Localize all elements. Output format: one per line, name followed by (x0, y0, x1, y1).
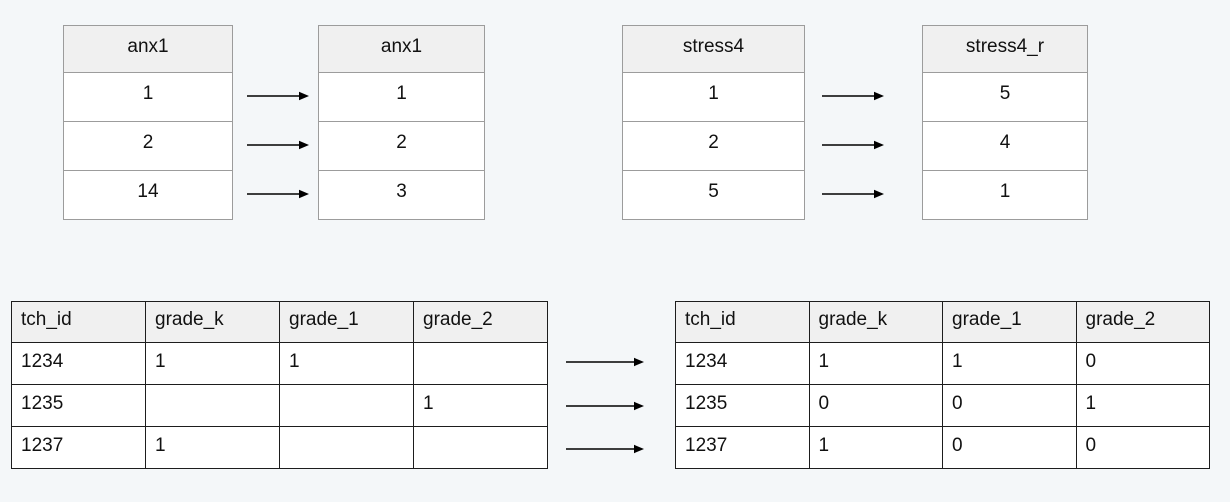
table-cell: 1 (63, 72, 233, 122)
table-cell: 1237 (675, 426, 810, 469)
table-row: 1 (922, 170, 1088, 220)
table-cell (413, 426, 548, 469)
grades-target-table: tch_id grade_k grade_1 grade_2 1234 1 1 … (675, 301, 1210, 469)
table-cell: 1235 (675, 384, 810, 427)
table-header-cell: grade_k (808, 301, 943, 343)
table-header-cell: tch_id (675, 301, 810, 343)
table-cell: 5 (922, 72, 1088, 122)
table-row: 1 (622, 72, 805, 122)
table-row: 1234 1 1 0 (675, 342, 1210, 385)
table-cell: 1 (279, 342, 414, 385)
table-cell: 1 (145, 342, 280, 385)
table-cell: 1 (942, 342, 1077, 385)
table-header-cell: tch_id (11, 301, 146, 343)
table-cell: 4 (922, 121, 1088, 171)
table-cell: 0 (942, 426, 1077, 469)
table-header-cell: stress4 (622, 25, 805, 73)
table-row: 1234 1 1 (11, 342, 548, 385)
table-cell (413, 342, 548, 385)
arrow-icon (822, 189, 884, 199)
table-cell: 1234 (11, 342, 146, 385)
table-cell (279, 384, 414, 427)
table-row: 2 (63, 121, 233, 171)
table-cell: 1234 (675, 342, 810, 385)
table-cell: 1 (922, 170, 1088, 220)
table-row: 2 (622, 121, 805, 171)
table-cell: 3 (318, 170, 485, 220)
table-cell: 0 (808, 384, 943, 427)
anx1-source-table: anx1 1 2 14 (63, 25, 233, 220)
grades-source-table: tch_id grade_k grade_1 grade_2 1234 1 1 … (11, 301, 548, 469)
table-row: 5 (622, 170, 805, 220)
table-header-cell: stress4_r (922, 25, 1088, 73)
table-header-cell: grade_1 (942, 301, 1077, 343)
table-cell: 1 (1075, 384, 1210, 427)
table-cell: 5 (622, 170, 805, 220)
table-header-cell: anx1 (63, 25, 233, 73)
table-cell: 1 (808, 342, 943, 385)
stress4-r-target-table: stress4_r 5 4 1 (922, 25, 1088, 220)
table-cell: 1 (318, 72, 485, 122)
table-cell: 0 (1075, 426, 1210, 469)
table-cell: 1 (413, 384, 548, 427)
table-cell (279, 426, 414, 469)
table-cell: 1237 (11, 426, 146, 469)
table-row: 1237 1 (11, 426, 548, 469)
arrow-icon (566, 401, 644, 411)
table-row: 1 (63, 72, 233, 122)
table-cell: 2 (318, 121, 485, 171)
table-cell (145, 384, 280, 427)
table-row: 1235 0 0 1 (675, 384, 1210, 427)
arrow-icon (247, 189, 309, 199)
table-cell: 1 (808, 426, 943, 469)
arrow-icon (247, 91, 309, 101)
table-header-cell: grade_1 (279, 301, 414, 343)
table-cell: 14 (63, 170, 233, 220)
table-header-cell: anx1 (318, 25, 485, 73)
table-cell: 1235 (11, 384, 146, 427)
table-cell: 1 (145, 426, 280, 469)
table-row: 14 (63, 170, 233, 220)
arrow-icon (822, 91, 884, 101)
table-row: 2 (318, 121, 485, 171)
arrow-icon (566, 357, 644, 367)
table-cell: 2 (63, 121, 233, 171)
table-header-cell: grade_k (145, 301, 280, 343)
table-cell: 2 (622, 121, 805, 171)
table-row: 4 (922, 121, 1088, 171)
table-row: 1237 1 0 0 (675, 426, 1210, 469)
stress4-source-table: stress4 1 2 5 (622, 25, 805, 220)
table-header-cell: grade_2 (1075, 301, 1210, 343)
table-header-cell: grade_2 (413, 301, 548, 343)
table-cell: 0 (942, 384, 1077, 427)
table-row: 5 (922, 72, 1088, 122)
arrow-icon (822, 140, 884, 150)
table-row: 1235 1 (11, 384, 548, 427)
table-cell: 1 (622, 72, 805, 122)
table-row: 3 (318, 170, 485, 220)
table-cell: 0 (1075, 342, 1210, 385)
arrow-icon (566, 444, 644, 454)
anx1-target-table: anx1 1 2 3 (318, 25, 485, 220)
table-row: 1 (318, 72, 485, 122)
arrow-icon (247, 140, 309, 150)
